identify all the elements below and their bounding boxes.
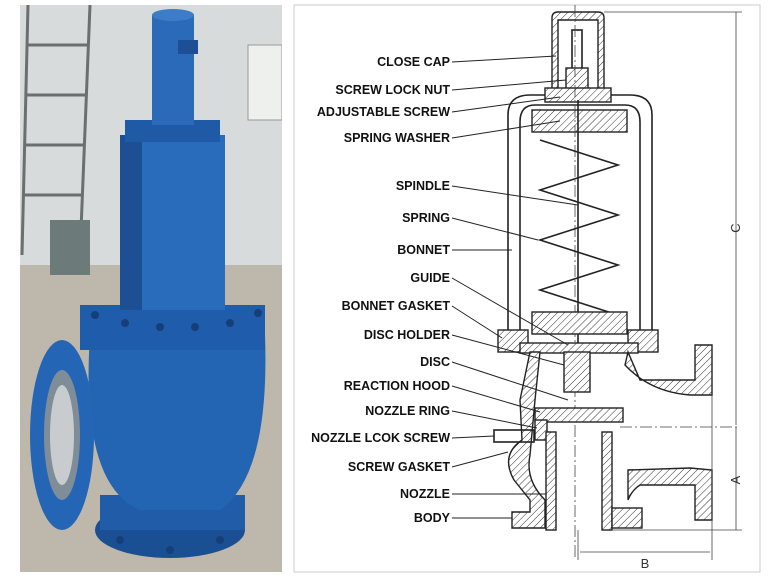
nozzle-part bbox=[545, 431, 557, 531]
label-close-cap: CLOSE CAP bbox=[377, 55, 450, 69]
leader-lines bbox=[451, 55, 579, 519]
label-bonnet-gasket: BONNET GASKET bbox=[342, 299, 451, 313]
body-part bbox=[624, 344, 713, 396]
background-equipment bbox=[50, 220, 90, 275]
dimension-lines bbox=[577, 11, 742, 560]
label-body: BODY bbox=[414, 511, 451, 525]
disc-holder-part bbox=[563, 351, 591, 393]
label-disc-holder: DISC HOLDER bbox=[364, 328, 450, 342]
valve-body-photo bbox=[30, 9, 266, 558]
label-nozzle: NOZZLE bbox=[400, 487, 450, 501]
label-bonnet: BONNET bbox=[397, 243, 450, 257]
disc-part bbox=[534, 407, 624, 423]
label-nozzle-lock-screw: NOZZLE LCOK SCREW bbox=[311, 431, 450, 445]
label-nozzle-ring: NOZZLE RING bbox=[365, 404, 450, 418]
ladder bbox=[20, 5, 92, 256]
label-screw-gasket: SCREW GASKET bbox=[348, 460, 450, 474]
label-reaction-hood: REACTION HOOD bbox=[344, 379, 450, 393]
spring-part bbox=[537, 139, 621, 316]
nozzle-ring-part bbox=[534, 419, 548, 441]
label-disc: DISC bbox=[420, 355, 450, 369]
label-spindle: SPINDLE bbox=[396, 179, 450, 193]
valve-photo bbox=[20, 5, 282, 572]
label-screw-lock-nut: SCREW LOCK NUT bbox=[335, 83, 450, 97]
part-labels: CLOSE CAP SCREW LOCK NUT ADJUSTABLE SCRE… bbox=[311, 55, 451, 525]
dimension-c: C bbox=[728, 223, 743, 232]
dimension-b: B bbox=[641, 556, 650, 571]
label-guide: GUIDE bbox=[410, 271, 450, 285]
window bbox=[247, 44, 282, 121]
label-spring: SPRING bbox=[402, 211, 450, 225]
dimension-a: A bbox=[728, 475, 743, 484]
spring-washer-part bbox=[531, 109, 628, 133]
label-adjustable-screw: ADJUSTABLE SCREW bbox=[317, 105, 450, 119]
label-spring-washer: SPRING WASHER bbox=[344, 131, 450, 145]
